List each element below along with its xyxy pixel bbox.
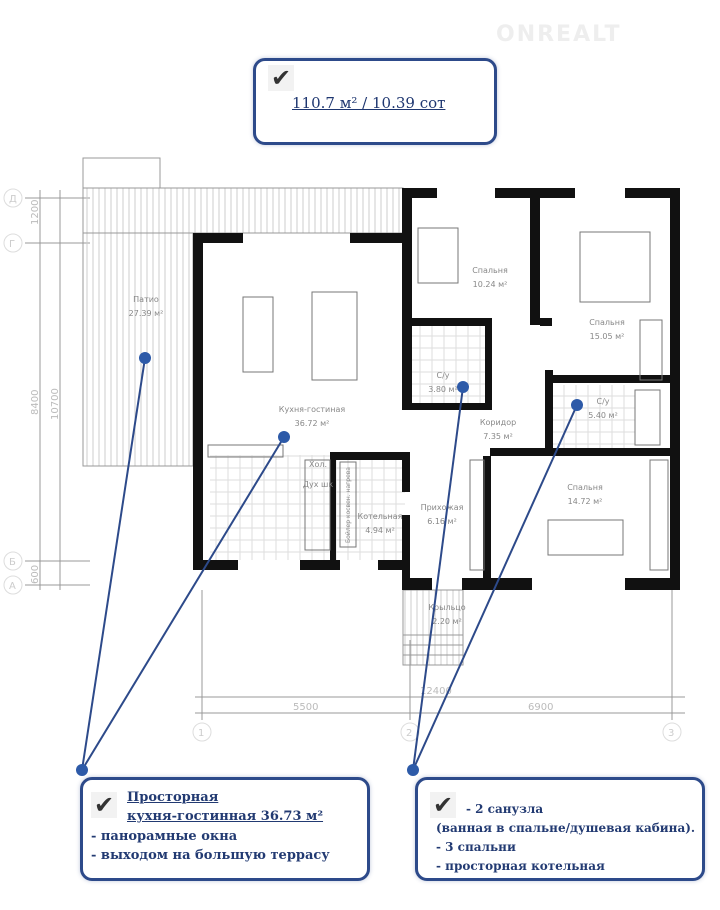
- axis-label: Д: [9, 194, 17, 205]
- checkmark-icon: ✔: [268, 65, 294, 91]
- axis-label: 2: [406, 728, 412, 739]
- room-area: 5.40 м²: [588, 411, 618, 420]
- dimension-label: 12400: [420, 686, 452, 697]
- callout-item: - панорамные окна: [91, 829, 238, 844]
- room-name: Кухня-гостиная: [279, 405, 346, 414]
- callout-title-line: кухня-гостинная 36.73 м²: [127, 809, 324, 824]
- patio-deck: [82, 232, 194, 467]
- dimension-label: 600: [30, 565, 41, 584]
- room-name: Патио: [133, 295, 159, 304]
- furniture: [207, 227, 669, 571]
- room-name: Спальня: [567, 483, 603, 492]
- room-area: 2.20 м²: [432, 617, 462, 626]
- appliance-label: Бойлер косвен. нагрева: [345, 467, 352, 543]
- watermark-logo: ONREALT: [496, 22, 622, 47]
- appliance-label: Хол.: [309, 460, 327, 469]
- axis-label: 3: [668, 728, 674, 739]
- room-area: 6.16 м²: [427, 517, 457, 526]
- dimension-label: 1200: [30, 200, 41, 225]
- patio-step: [82, 157, 161, 189]
- room-area: 7.35 м²: [483, 432, 513, 441]
- dimension-label: 8400: [30, 390, 41, 415]
- callout-item: - просторная котельная: [436, 859, 605, 873]
- kitchen-tiles: [210, 455, 330, 560]
- room-area: 4.94 м²: [365, 526, 395, 535]
- callout-dots: [76, 352, 583, 776]
- bath2-tiles: [550, 385, 635, 450]
- dimension-label: 5500: [293, 702, 318, 713]
- room-area: 36.72 м²: [295, 419, 330, 428]
- axis-label: Б: [9, 557, 16, 568]
- callout-item: - 2 санузла: [466, 802, 544, 816]
- room-name: Прихожая: [421, 503, 464, 512]
- total-area: 110.7 м² / 10.39 сот: [292, 94, 446, 112]
- callout-title-line: Просторная: [127, 790, 219, 805]
- room-name: С/у: [596, 397, 609, 406]
- room-name: Крыльцо: [428, 603, 465, 612]
- room-area: 15.05 м²: [590, 332, 625, 341]
- checkmark-icon: ✔: [430, 792, 456, 818]
- porch: [402, 589, 464, 666]
- boiler-tiles: [335, 455, 405, 560]
- callout-title: Просторная кухня-гостинная 36.73 м²: [127, 788, 323, 826]
- room-name: Спальня: [589, 318, 625, 327]
- appliance-label: Дух шк: [303, 480, 334, 489]
- axis-markers: [3, 188, 682, 742]
- dimension-lines: [25, 190, 685, 720]
- axis-label: 1: [198, 728, 204, 739]
- summary-box: ✔ 110.7 м² / 10.39 сот: [253, 58, 497, 145]
- callout-leaders: [81, 357, 578, 771]
- checkmark-icon: ✔: [91, 792, 117, 818]
- room-area: 27.39 м²: [129, 309, 164, 318]
- room-name: Котельная: [358, 512, 403, 521]
- callout-item: - выходом на большую террасу: [91, 848, 330, 863]
- walls: [193, 188, 680, 590]
- room-name: Спальня: [472, 266, 508, 275]
- room-area: 3.80 м²: [428, 385, 458, 394]
- room-name: Коридор: [480, 418, 516, 427]
- callout-item: - 3 спальни: [436, 840, 516, 854]
- room-area: 14.72 м²: [568, 497, 603, 506]
- callout-kitchen-living: ✔ Просторная кухня-гостинная 36.73 м² - …: [80, 777, 370, 881]
- dimension-label: 10700: [50, 388, 61, 420]
- dimension-label: 6900: [528, 702, 553, 713]
- callout-rooms: ✔ - 2 санузла (ванная в спальне/душевая …: [415, 777, 705, 881]
- axis-label: А: [9, 581, 16, 592]
- axis-label: Г: [9, 239, 15, 250]
- patio-deck: [82, 187, 404, 234]
- room-name: С/у: [436, 371, 449, 380]
- room-area: 10.24 м²: [473, 280, 508, 289]
- callout-item: (ванная в спальне/душевая кабина).: [436, 821, 696, 835]
- bath1-tiles: [412, 325, 487, 405]
